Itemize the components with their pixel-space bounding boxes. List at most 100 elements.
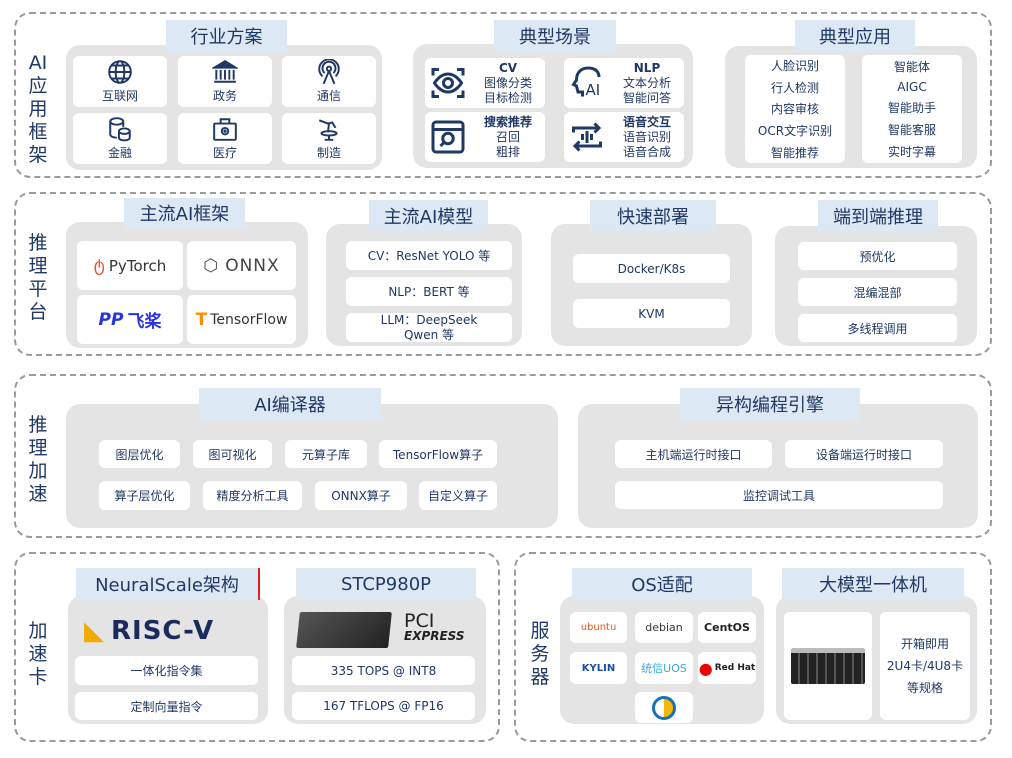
- compiler-item: 图可视化: [193, 440, 272, 468]
- neural-item: 定制向量指令: [75, 692, 258, 720]
- section-label: 加速卡: [28, 620, 48, 688]
- globe-icon: [108, 60, 132, 84]
- card-header: STCP980P: [296, 568, 476, 600]
- scene-title: 语音交互: [622, 114, 671, 129]
- scene-line: 召回: [495, 129, 520, 144]
- centos-logo: CentOS: [698, 612, 756, 643]
- model-item: NLP：BERT 等: [346, 277, 512, 306]
- eye-scan-icon: [431, 68, 465, 98]
- scene-title: NLP: [633, 60, 661, 75]
- accelerator-card-image: [296, 612, 392, 648]
- compiler-item: 算子层优化: [99, 481, 190, 510]
- neural-item: 一体化指令集: [75, 656, 258, 685]
- deploy-item: KVM: [573, 299, 730, 328]
- deploy-header: 快速部署: [590, 200, 716, 231]
- hetero-item: 监控调试工具: [615, 481, 943, 509]
- compiler-header: AI编译器: [199, 388, 381, 420]
- ai-head-icon: AI: [571, 66, 601, 99]
- e2e-item: 多线程调用: [798, 314, 957, 342]
- e2e-header: 端到端推理: [818, 200, 938, 231]
- section-ai-app-framework: [14, 12, 992, 178]
- apps-header: 典型应用: [795, 20, 915, 52]
- section-server: [514, 552, 992, 742]
- industry-tile: 互联网: [73, 56, 167, 107]
- server-image: [791, 648, 865, 684]
- industry-label: 通信: [316, 89, 341, 103]
- scenes-header: 典型场景: [494, 20, 616, 52]
- app-item: 实时字幕: [887, 145, 936, 160]
- frameworks-header: 主流AI框架: [124, 198, 245, 228]
- app-item: 行人检测: [770, 80, 819, 95]
- section-label: 服务器: [530, 620, 550, 688]
- model-item: LLM：DeepSeek Qwen 等: [346, 313, 512, 342]
- industry-tile: 通信: [282, 56, 376, 107]
- industry-label: 互联网: [101, 89, 138, 103]
- compiler-item: ONNX算子: [315, 481, 407, 510]
- apps-list-left: 人脸识别行人检测内容审核 OCR文字识别智能推荐: [745, 55, 845, 163]
- os-header: OS适配: [572, 568, 752, 600]
- government-building-icon: [212, 60, 238, 83]
- openeuler-logo: [635, 692, 693, 723]
- industry-header: 行业方案: [166, 20, 287, 52]
- coins-icon: [109, 117, 131, 142]
- scene-line: 粗排: [495, 144, 520, 159]
- scene-tile: 语音交互语音识别语音合成: [564, 112, 684, 162]
- section-label: 推理加速: [28, 414, 48, 505]
- onnx-logo: ⬡ONNX: [187, 241, 296, 290]
- compiler-item: 元算子库: [285, 440, 367, 468]
- scene-line: 图像分类: [483, 75, 532, 90]
- app-item: OCR文字识别: [757, 124, 833, 139]
- uos-logo: 统信UOS: [635, 652, 693, 684]
- debian-logo: debian: [635, 612, 693, 643]
- riscv-logo: ◣RISC-V: [84, 616, 215, 646]
- compiler-item: 图层优化: [99, 440, 180, 468]
- kylin-logo: KYLIN: [570, 652, 627, 684]
- scene-line: 智能问答: [622, 90, 671, 105]
- section-inference-platform: [14, 192, 992, 356]
- hetero-item: 设备端运行时接口: [785, 440, 943, 468]
- industry-tile: 医疗: [178, 113, 272, 164]
- scene-tile: 搜索推荐召回粗排: [425, 112, 545, 162]
- medical-kit-icon: [213, 118, 237, 141]
- server-image-tile: [784, 612, 872, 720]
- scene-line: 语音识别: [622, 129, 671, 144]
- app-item: 智能推荐: [770, 145, 819, 160]
- app-item: AIGC: [897, 79, 927, 94]
- app-item: 内容审核: [770, 102, 819, 117]
- scene-line: 语音合成: [622, 144, 671, 159]
- model-item: CV：ResNet YOLO 等: [346, 241, 512, 270]
- compiler-item: TensorFlow算子: [379, 440, 497, 468]
- industry-label: 制造: [316, 146, 341, 160]
- section-accelerator-card: [14, 552, 500, 742]
- robot-arm-icon: [318, 119, 338, 141]
- browser-search-icon: [431, 120, 465, 154]
- scene-title: CV: [498, 60, 518, 75]
- card-spec: 167 TFLOPS @ FP16: [292, 692, 475, 720]
- section-label: 推理平台: [28, 232, 48, 323]
- app-item: 智能客服: [887, 123, 936, 138]
- card-spec: 335 TOPS @ INT8: [292, 656, 475, 685]
- scene-line: 文本分析: [622, 75, 671, 90]
- compiler-item: 精度分析工具: [203, 481, 302, 510]
- industry-tile: 政务: [178, 56, 272, 107]
- svg-text:AI: AI: [586, 81, 601, 99]
- compiler-item: 自定义算子: [419, 481, 497, 510]
- industry-label: 政务: [212, 89, 237, 103]
- deploy-item: Docker/K8s: [573, 254, 730, 283]
- scene-title: 搜索推荐: [483, 114, 532, 129]
- e2e-item: 混编混部: [798, 278, 957, 306]
- scene-line: 目标检测: [483, 90, 532, 105]
- app-item: 人脸识别: [770, 59, 819, 74]
- models-header: 主流AI模型: [369, 200, 488, 231]
- antenna-icon: [318, 59, 340, 85]
- section-inference-acceleration: [14, 374, 992, 538]
- hetero-item: 主机端运行时接口: [615, 440, 772, 468]
- ubuntu-logo: ubuntu: [570, 612, 627, 643]
